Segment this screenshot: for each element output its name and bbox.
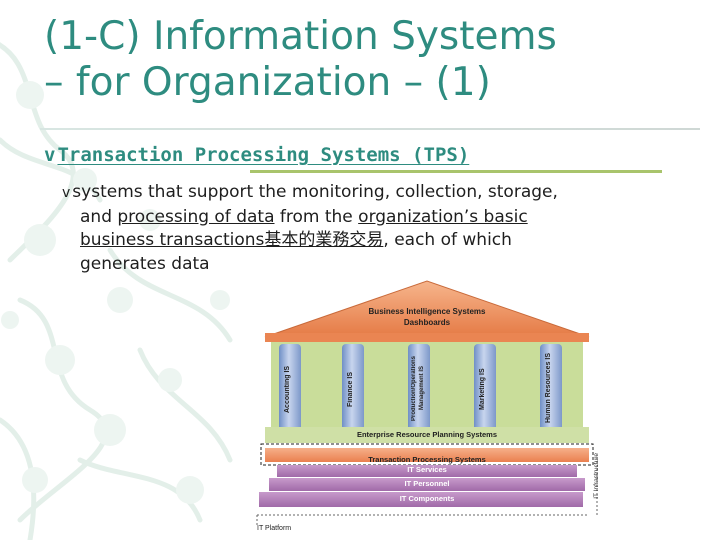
pillar-label-accounting: Accounting IS	[284, 365, 291, 413]
bullet2-seg8: generates data	[80, 253, 210, 274]
bullet2-seg7: , each of which	[383, 230, 512, 250]
tps-bar	[265, 448, 589, 462]
pillar-production	[408, 344, 430, 432]
title-divider	[40, 128, 700, 130]
bullet2-seg4: from the	[274, 206, 359, 227]
it-services-bar	[277, 465, 577, 477]
slide-title: (1-C) Information Systems – for Organiza…	[44, 14, 704, 106]
pillar-label-marketing: Marketing IS	[479, 368, 486, 410]
pillar-accounting	[279, 344, 301, 432]
pillar-label-hr: Human Resources IS	[545, 352, 552, 424]
erp-label: Enterprise Resource Planning Systems	[356, 430, 498, 439]
tps-highlight	[260, 443, 594, 466]
it-components-bar	[259, 492, 583, 507]
pillar-finance	[342, 344, 364, 432]
it-components-label: IT Components	[399, 494, 455, 503]
bi-systems-label: Business Intelligence Systems	[368, 307, 486, 316]
it-personnel-label: IT Personnel	[404, 479, 450, 488]
erp-band	[265, 427, 589, 443]
bullet2-seg1: systems that support the monitoring, col…	[72, 182, 558, 202]
pillar-marketing	[474, 344, 496, 432]
bullet2-seg2: and	[80, 206, 118, 227]
sub-bullet-marker-icon: v	[62, 185, 71, 201]
it-personnel-bar	[269, 478, 585, 491]
it-services-label: IT Services	[407, 465, 447, 474]
bullet-heading: Transaction Processing Systems (TPS)	[57, 144, 470, 166]
pillar-label-production: Production/Operations Management IS	[411, 355, 425, 421]
it-infrastructure-label: IT Infrastructure	[593, 453, 600, 499]
it-platform-label: IT Platform	[257, 525, 292, 532]
pillar-hr	[540, 344, 562, 432]
bullet2-seg3: processing of data	[117, 206, 275, 227]
title-line-1: (1-C) Information Systems	[44, 14, 557, 59]
bullet2-seg5: organization’s basic	[358, 206, 528, 227]
tps-label: Transaction Processing Systems	[368, 455, 486, 464]
dashboards-label: Dashboards	[403, 318, 451, 327]
title-line-2: – for Organization – (1)	[44, 60, 491, 105]
is-architecture-diagram: Business Intelligence Systems Dashboards…	[247, 267, 607, 540]
pillar-label-finance: Finance IS	[347, 371, 354, 407]
roof-beam	[265, 333, 589, 342]
accent-underline	[250, 170, 662, 173]
bullet-marker-icon: v	[44, 144, 56, 166]
diagram-graphic	[247, 267, 607, 540]
bullet2-seg6: business transactions基本的業務交易	[80, 230, 384, 250]
